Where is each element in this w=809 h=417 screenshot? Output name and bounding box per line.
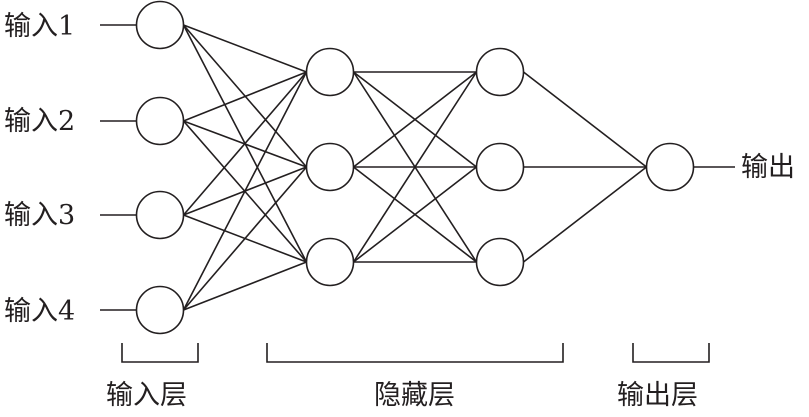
connection bbox=[183, 24, 307, 73]
input-layer-bracket bbox=[121, 343, 199, 363]
connection bbox=[183, 261, 307, 311]
connection bbox=[182, 71, 308, 216]
output-layer-bracket bbox=[632, 343, 710, 363]
hidden-node bbox=[475, 237, 525, 287]
input-label-4: 输入4 bbox=[4, 296, 76, 327]
hidden-node bbox=[305, 142, 355, 192]
connection bbox=[353, 71, 477, 168]
hidden-layer-bracket bbox=[266, 343, 564, 363]
input-label-2: 输入2 bbox=[4, 106, 76, 137]
connection bbox=[523, 166, 647, 263]
hidden-layer-label: 隐藏层 bbox=[374, 380, 455, 411]
connection bbox=[352, 71, 478, 263]
hidden-node bbox=[305, 47, 355, 97]
hidden-node bbox=[305, 237, 355, 287]
input-node bbox=[135, 96, 185, 146]
output-label: 输出 bbox=[741, 152, 795, 183]
input-node bbox=[135, 285, 185, 335]
hidden-node bbox=[475, 47, 525, 97]
connection bbox=[182, 71, 308, 311]
output-layer-label: 输出层 bbox=[617, 380, 698, 411]
connection bbox=[523, 71, 647, 168]
connection bbox=[182, 166, 308, 311]
connection bbox=[183, 71, 307, 122]
input-node bbox=[135, 190, 185, 240]
input-label-3: 输入3 bbox=[4, 200, 76, 231]
input-label-1: 输入1 bbox=[4, 11, 76, 42]
input-node bbox=[135, 0, 185, 50]
connection bbox=[353, 166, 477, 263]
output-node bbox=[645, 142, 695, 192]
hidden-node bbox=[475, 142, 525, 192]
input-layer-label: 输入层 bbox=[106, 380, 187, 411]
